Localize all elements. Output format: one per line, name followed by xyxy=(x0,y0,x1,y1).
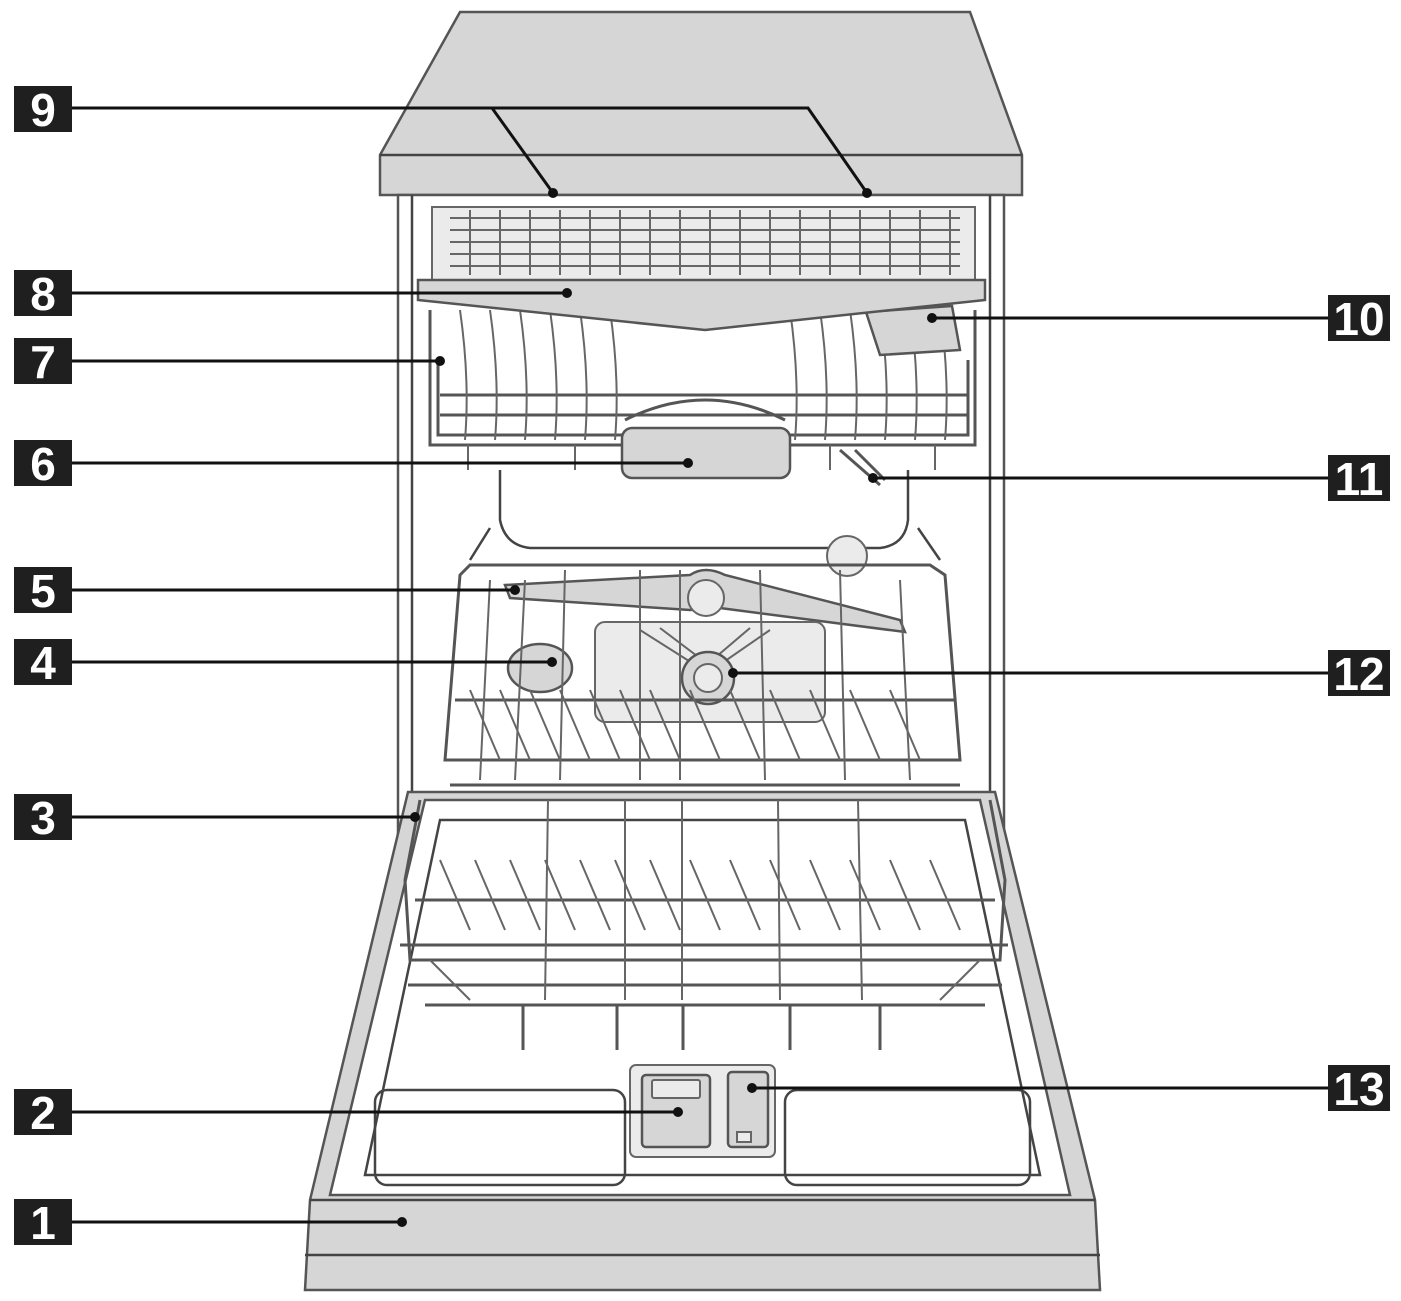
callout-12-text: 12 xyxy=(1333,648,1384,700)
callout-12: 12 xyxy=(1328,648,1390,700)
cup-shelf-drawing xyxy=(864,304,962,357)
callout-6: 6 xyxy=(14,438,72,490)
callout-3-text: 3 xyxy=(30,792,56,844)
callout-1-text: 1 xyxy=(30,1197,56,1249)
callout-13: 13 xyxy=(1328,1063,1390,1115)
callout-11: 11 xyxy=(1328,453,1390,505)
callout-2-text: 2 xyxy=(30,1087,56,1139)
callout-5-text: 5 xyxy=(30,565,56,617)
dishwasher-drawing xyxy=(303,10,1102,1292)
salt-container-cap xyxy=(506,642,574,694)
callout-2: 2 xyxy=(14,1087,72,1139)
upper-basket-handle xyxy=(620,426,792,480)
worktop xyxy=(378,10,1024,197)
callout-8: 8 xyxy=(14,268,72,320)
leader-lines xyxy=(72,106,1328,1227)
callout-9: 9 xyxy=(14,84,72,136)
callout-10: 10 xyxy=(1328,293,1390,345)
callout-4: 4 xyxy=(14,637,72,689)
callout-5: 5 xyxy=(14,565,72,617)
callout-3: 3 xyxy=(14,792,72,844)
callout-6-text: 6 xyxy=(30,438,56,490)
callout-10-text: 10 xyxy=(1333,293,1384,345)
callout-11-text: 11 xyxy=(1335,453,1384,505)
callout-8-text: 8 xyxy=(30,268,56,320)
callout-13-text: 13 xyxy=(1333,1063,1384,1115)
lower-basket-drawing xyxy=(400,799,1008,1050)
callout-9-text: 9 xyxy=(30,84,56,136)
callout-4-text: 4 xyxy=(30,637,56,689)
callout-1: 1 xyxy=(14,1197,72,1249)
callout-7-text: 7 xyxy=(30,336,56,388)
middle-rack-drawing xyxy=(443,563,962,787)
callout-7: 7 xyxy=(14,336,72,388)
